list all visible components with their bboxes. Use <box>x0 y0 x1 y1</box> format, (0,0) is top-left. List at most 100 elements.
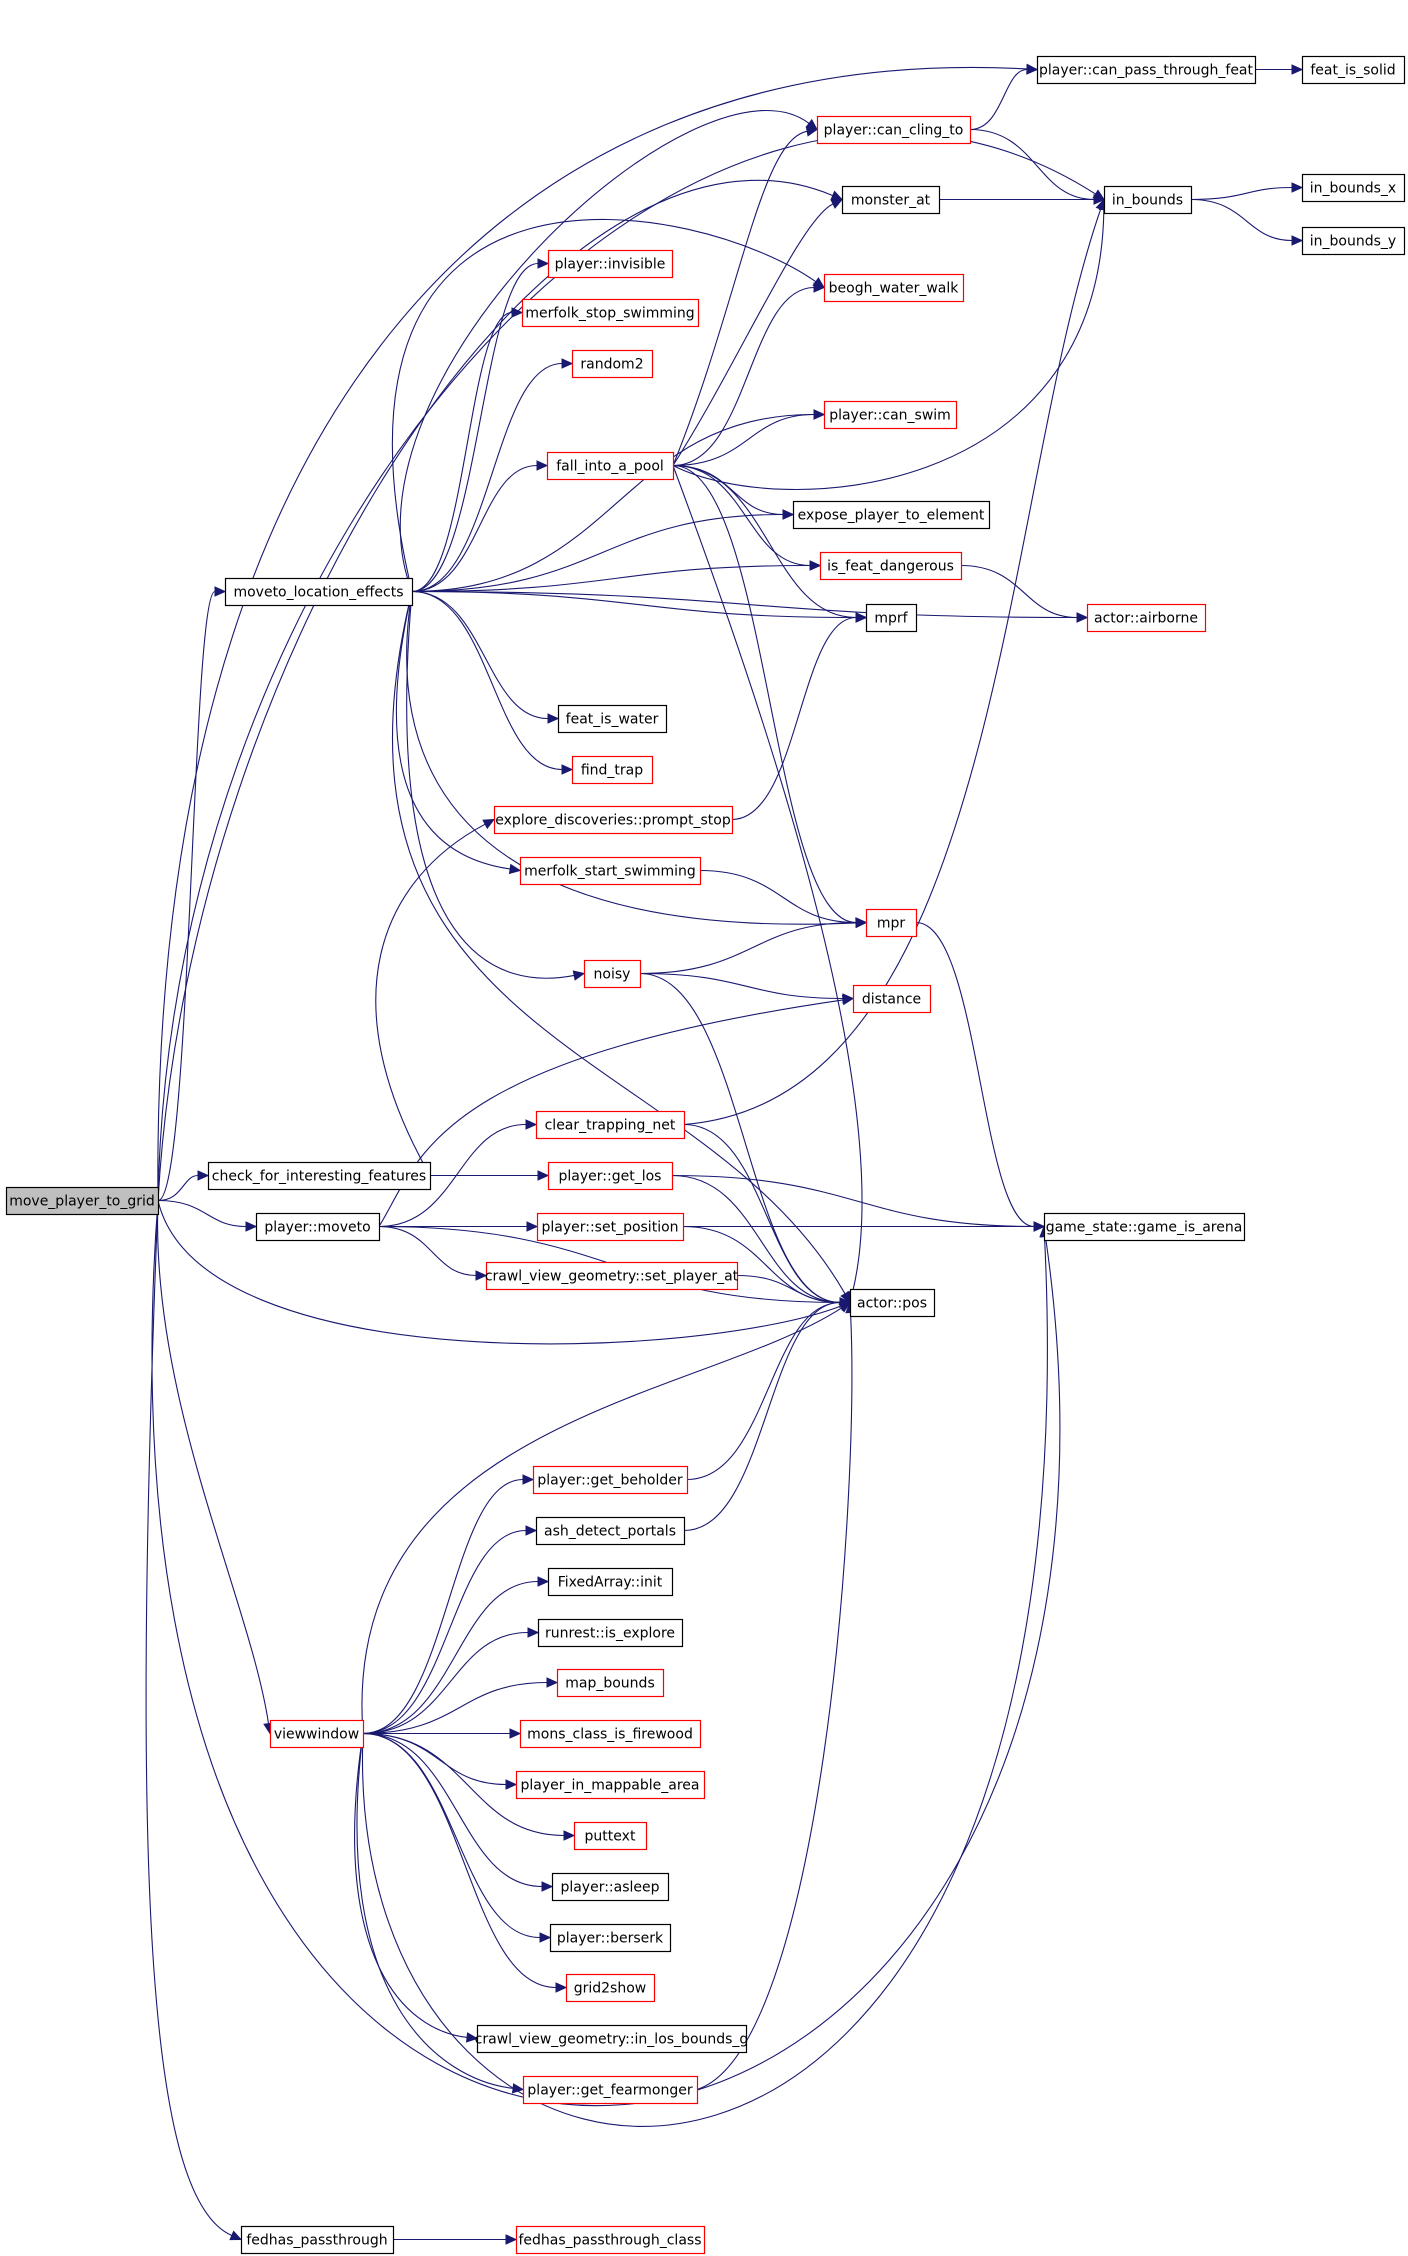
edge-line <box>411 311 513 593</box>
node-box <box>535 1516 686 1546</box>
edge-viewwindow-to-runrest_is_explore <box>362 1627 540 1735</box>
node-player-set-position[interactable]: player::set_position <box>536 1212 685 1242</box>
node-player-berserk[interactable]: player::berserk <box>549 1923 672 1953</box>
arrowhead <box>561 358 574 369</box>
node-in-bounds[interactable]: in_bounds <box>1103 185 1193 215</box>
node-box <box>816 115 972 145</box>
node-box <box>1086 603 1207 633</box>
node-map-bounds[interactable]: map_bounds <box>556 1668 665 1698</box>
node-box <box>269 1719 365 1749</box>
node-player-get-los[interactable]: player::get_los <box>547 1161 674 1191</box>
node-player-can-cling-to[interactable]: player::can_cling_to <box>816 115 972 145</box>
node-feat-is-water[interactable]: feat_is_water <box>557 704 668 734</box>
node-player-asleep[interactable]: player::asleep <box>551 1872 670 1902</box>
edge-line <box>361 1307 842 1734</box>
node-label: player::get_fearmonger <box>527 2083 692 2099</box>
node-ash-detect-portals[interactable]: ash_detect_portals <box>535 1516 686 1546</box>
node-label: monster_at <box>851 193 931 209</box>
node-clear-trapping-net[interactable]: clear_trapping_net <box>535 1110 686 1140</box>
node-runrest-is-explore[interactable]: runrest::is_explore <box>537 1618 684 1648</box>
edge-ash_detect_portals-to-actor_pos <box>683 1297 852 1532</box>
node-game-state-game-is-arena[interactable]: game_state::game_is_arena <box>1043 1212 1246 1242</box>
node-label: check_for_interesting_features <box>212 1169 426 1185</box>
edge-monster_at-to-in_bounds <box>938 194 1106 205</box>
node-label: ash_detect_portals <box>544 1524 676 1540</box>
node-box <box>865 603 918 633</box>
edge-line <box>361 1236 1048 2127</box>
arrowhead <box>555 1982 568 1993</box>
node-in-bounds-y[interactable]: in_bounds_y <box>1301 226 1406 256</box>
edge-fall_into_a_pool-to-player_can_swim <box>672 409 826 467</box>
edge-fall_into_a_pool-to-player_can_cling_to <box>672 126 819 466</box>
arrowhead <box>475 1270 488 1281</box>
node-box <box>571 349 654 379</box>
node-label: feat_is_water <box>566 712 659 728</box>
node-actor-pos[interactable]: actor::pos <box>849 1288 936 1318</box>
node-label: beogh_water_walk <box>829 281 960 297</box>
node-player-moveto[interactable]: player::moveto <box>255 1212 381 1242</box>
node-mons-class-is-firewood[interactable]: mons_class_is_firewood <box>519 1719 702 1749</box>
edge-move_player_to_grid-to-monster_at <box>157 179 844 1201</box>
node-player-can-swim[interactable]: player::can_swim <box>823 400 958 430</box>
edge-line <box>672 413 815 467</box>
node-crawl-view-geometry-in-los-bounds-g[interactable]: crawl_view_geometry::in_los_bounds_g <box>475 2024 749 2054</box>
node-find-trap[interactable]: find_trap <box>571 755 654 785</box>
node-actor-airborne[interactable]: actor::airborne <box>1086 603 1207 633</box>
node-random2[interactable]: random2 <box>571 349 654 379</box>
edge-line <box>362 1732 543 1888</box>
node-moveto-location-effects[interactable]: moveto_location_effects <box>224 577 414 607</box>
node-player-get-fearmonger[interactable]: player::get_fearmonger <box>522 2075 699 2105</box>
edge-line <box>969 68 1028 131</box>
node-fedhas-passthrough-class[interactable]: fedhas_passthrough_class <box>515 2225 706 2255</box>
arrowhead <box>1291 235 1304 246</box>
node-grid2show[interactable]: grid2show <box>565 1973 656 2003</box>
edge-check_for_interesting_features-to-explore_discoveries_prompt_stop <box>375 818 496 1176</box>
node-box <box>255 1212 381 1242</box>
arrowhead <box>809 560 822 571</box>
edge-line <box>672 464 857 619</box>
node-label: player_in_mappable_area <box>521 1778 700 1794</box>
node-player-get-beholder[interactable]: player::get_beholder <box>532 1465 689 1495</box>
node-in-bounds-x[interactable]: in_bounds_x <box>1301 173 1406 203</box>
node-mprf[interactable]: mprf <box>865 603 918 633</box>
arrowhead <box>1026 64 1039 75</box>
node-fixedarray-init[interactable]: FixedArray::init <box>547 1567 674 1597</box>
node-player-in-mappable-area[interactable]: player_in_mappable_area <box>515 1770 706 1800</box>
arrowhead <box>505 2234 518 2245</box>
node-beogh-water-walk[interactable]: beogh_water_walk <box>823 273 965 303</box>
edge-line <box>362 1732 565 1837</box>
edge-line <box>362 1732 557 1989</box>
node-is-feat-dangerous[interactable]: is_feat_dangerous <box>819 551 963 581</box>
node-label: mpr <box>877 916 906 932</box>
node-viewwindow[interactable]: viewwindow <box>269 1719 365 1749</box>
node-box <box>240 2225 395 2255</box>
edge-line <box>639 972 844 1000</box>
node-check-for-interesting-features[interactable]: check_for_interesting_features <box>207 1161 432 1191</box>
node-puttext[interactable]: puttext <box>573 1821 648 1851</box>
node-box <box>547 1567 674 1597</box>
arrowhead <box>563 1830 576 1841</box>
node-explore-discoveries-prompt-stop[interactable]: explore_discoveries::prompt_stop <box>493 805 734 835</box>
node-crawl-view-geometry-set-player-at[interactable]: crawl_view_geometry::set_player_at <box>485 1261 739 1291</box>
node-monster-at[interactable]: monster_at <box>841 185 941 215</box>
edge-line <box>672 286 815 467</box>
node-box <box>1036 55 1257 85</box>
node-noisy[interactable]: noisy <box>583 959 642 989</box>
node-fedhas-passthrough[interactable]: fedhas_passthrough <box>240 2225 395 2255</box>
node-feat-is-solid[interactable]: feat_is_solid <box>1301 55 1406 85</box>
node-merfolk-stop-swimming[interactable]: merfolk_stop_swimming <box>521 298 700 328</box>
node-box <box>532 1465 689 1495</box>
node-fall-into-a-pool[interactable]: fall_into_a_pool <box>546 451 675 481</box>
node-player-can-pass-through-feat[interactable]: player::can_pass_through_feat <box>1036 55 1257 85</box>
nodes-layer: move_player_to_grid player::can_pass_thro… <box>5 55 1406 2255</box>
node-mpr[interactable]: mpr <box>865 908 918 938</box>
node-label: player::get_beholder <box>537 1473 683 1489</box>
node-merfolk-start-swimming[interactable]: merfolk_start_swimming <box>519 856 702 886</box>
node-move-player-to-grid[interactable]: move_player_to_grid <box>5 1186 160 1216</box>
node-expose-player-to-element[interactable]: expose_player_to_element <box>792 500 991 530</box>
node-distance[interactable]: distance <box>852 984 932 1014</box>
edge-line <box>362 1529 527 1735</box>
edge-line <box>672 209 1105 490</box>
node-player-invisible[interactable]: player::invisible <box>547 249 674 279</box>
edge-line <box>731 616 857 821</box>
